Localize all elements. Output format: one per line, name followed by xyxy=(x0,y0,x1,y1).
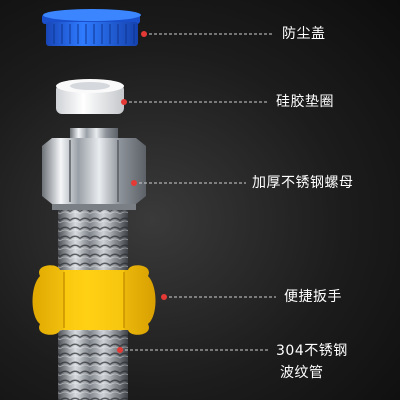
label-stainless-nut: 加厚不锈钢螺母 xyxy=(252,175,354,191)
stainless-nut xyxy=(42,128,146,210)
silicone-washer xyxy=(56,79,124,114)
leader-dot-wrench xyxy=(161,294,167,300)
label-silicone-washer: 硅胶垫圈 xyxy=(276,94,334,110)
wrench xyxy=(32,265,156,335)
leader-dot-washer xyxy=(121,99,127,105)
leader-dot-dust-cap xyxy=(141,31,147,37)
leader-dot-nut xyxy=(131,180,137,186)
leader-dot-hose xyxy=(117,347,123,353)
label-hose-line-1: 304不锈钢 xyxy=(276,343,348,359)
leader-lines xyxy=(120,33,276,351)
label-dust-cap: 防尘盖 xyxy=(282,26,326,42)
leader-dots xyxy=(117,31,167,353)
dust-cap xyxy=(42,9,141,46)
label-hose: 304不锈钢 波纹管 xyxy=(276,340,348,384)
label-wrench: 便捷扳手 xyxy=(284,289,342,305)
label-hose-line-2: 波纹管 xyxy=(280,365,324,381)
